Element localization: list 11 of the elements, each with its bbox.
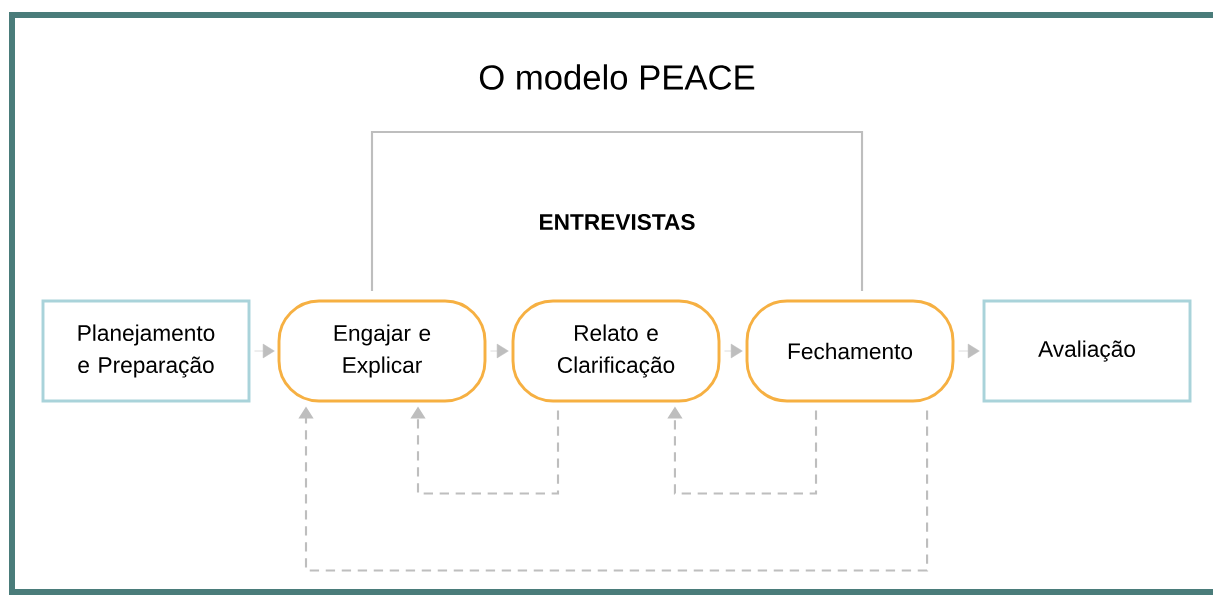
- arrow: [724, 343, 743, 359]
- arrow: [254, 343, 275, 359]
- title: O modelo PEACE: [479, 64, 755, 90]
- arrow: [958, 343, 980, 359]
- process-box: Avaliação: [982, 299, 1192, 403]
- arrow: [490, 343, 509, 359]
- group-label: ENTREVISTAS: [540, 214, 695, 231]
- stage-box: Relato e Clarificação: [511, 299, 721, 403]
- process-box: Planejamento e Preparação: [41, 299, 251, 403]
- stage-box: Engajar e Explicar: [277, 299, 487, 403]
- stage-box: Fechamento: [745, 299, 955, 403]
